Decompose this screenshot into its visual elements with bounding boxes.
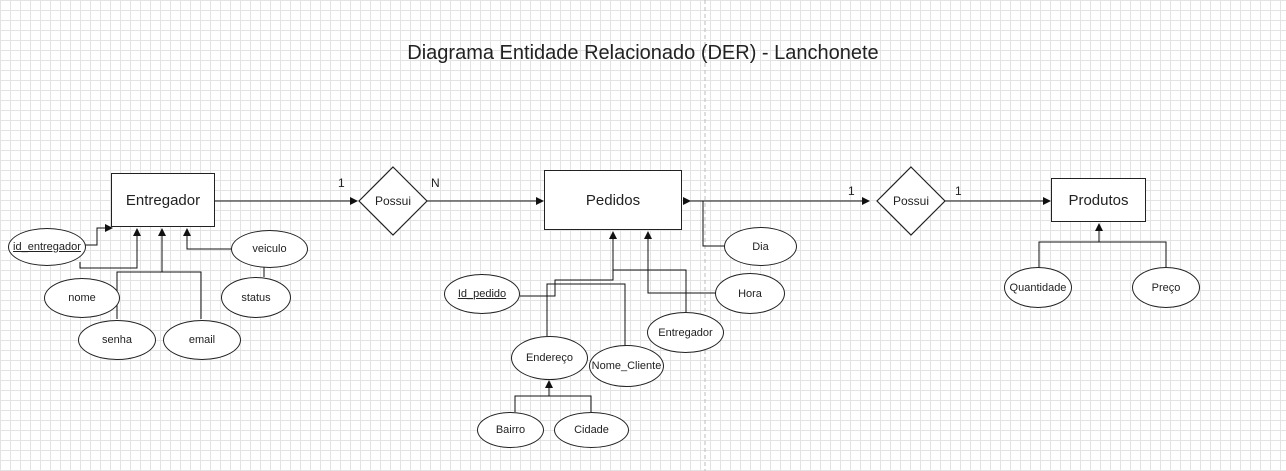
hora-connector xyxy=(644,231,716,294)
attr-hora[interactable]: Hora xyxy=(715,273,785,314)
entregador-attr-connector xyxy=(613,269,687,313)
attr-senha[interactable]: senha xyxy=(78,320,156,360)
preco-connector xyxy=(1099,241,1167,268)
attr-quantidade[interactable]: Quantidade xyxy=(1004,267,1072,308)
cardinality-produtos: 1 xyxy=(955,184,962,198)
possui-label-1: Possui xyxy=(374,194,412,208)
attr-veiculo-label: veiculo xyxy=(252,243,287,255)
attr-dia[interactable]: Dia xyxy=(724,227,797,266)
quantidade-connector xyxy=(1038,223,1103,268)
attr-cidade-label: Cidade xyxy=(574,424,609,436)
cidade-connector xyxy=(549,395,592,412)
attr-senha-label: senha xyxy=(102,334,132,346)
attr-entregador[interactable]: Entregador xyxy=(647,312,724,353)
attr-dia-label: Dia xyxy=(752,240,769,253)
entity-pedidos[interactable]: Pedidos xyxy=(544,170,682,230)
diagram-title: Diagrama Entidade Relacionado (DER) - La… xyxy=(407,42,879,64)
attr-email-label: email xyxy=(188,334,216,346)
attr-bairro[interactable]: Bairro xyxy=(477,412,544,448)
cardinality-entregador: 1 xyxy=(338,176,345,190)
id-pedido-connector xyxy=(520,231,617,297)
attr-endereco[interactable]: Endereço xyxy=(511,336,588,380)
attr-cidade[interactable]: Cidade xyxy=(554,412,629,448)
attr-status[interactable]: status xyxy=(221,277,291,318)
attr-nome-cliente[interactable]: Nome_Cliente xyxy=(589,345,664,387)
attr-entregador-label: Entregador xyxy=(658,326,713,339)
nome-connector xyxy=(79,228,141,269)
cardinality-pedidos-left: N xyxy=(431,176,440,190)
attr-veiculo[interactable]: veiculo xyxy=(231,230,308,268)
attr-preco[interactable]: Preço xyxy=(1132,267,1200,308)
endereco-nome-cliente-connector xyxy=(546,283,626,346)
attr-hora-label: Hora xyxy=(738,287,762,300)
veiculo-connector xyxy=(183,228,232,250)
attr-nome-label: nome xyxy=(68,292,96,304)
attr-preco-label: Preço xyxy=(1151,281,1181,294)
possui-label-2: Possui xyxy=(892,194,930,208)
dia-connector xyxy=(702,201,725,247)
attr-endereco-label: Endereço xyxy=(525,352,574,364)
senha-connector xyxy=(116,228,166,319)
email-connector xyxy=(162,271,202,319)
attr-status-label: status xyxy=(241,291,271,304)
attr-nome[interactable]: nome xyxy=(44,278,120,318)
possui-relationship-diamond-1[interactable] xyxy=(358,166,428,236)
entity-entregador[interactable]: Entregador xyxy=(111,173,215,227)
attr-id-pedido[interactable]: Id_pedido xyxy=(444,274,520,314)
bairro-connector xyxy=(514,380,553,412)
attr-id-pedido-label: Id_pedido xyxy=(457,288,507,300)
attr-email[interactable]: email xyxy=(163,320,241,360)
id-entregador-connector xyxy=(84,224,113,246)
attr-bairro-label: Bairro xyxy=(495,424,526,436)
attr-id-entregador-label: id_entregador xyxy=(13,241,81,253)
cardinality-pedidos-right: 1 xyxy=(848,184,855,198)
attr-nome-cliente-label: Nome_Cliente xyxy=(591,360,662,372)
possui-relationship-diamond-2[interactable] xyxy=(876,166,946,236)
entity-produtos[interactable]: Produtos xyxy=(1051,178,1146,222)
attr-quantidade-label: Quantidade xyxy=(1009,281,1067,294)
attr-id-entregador[interactable]: id_entregador xyxy=(8,228,86,266)
